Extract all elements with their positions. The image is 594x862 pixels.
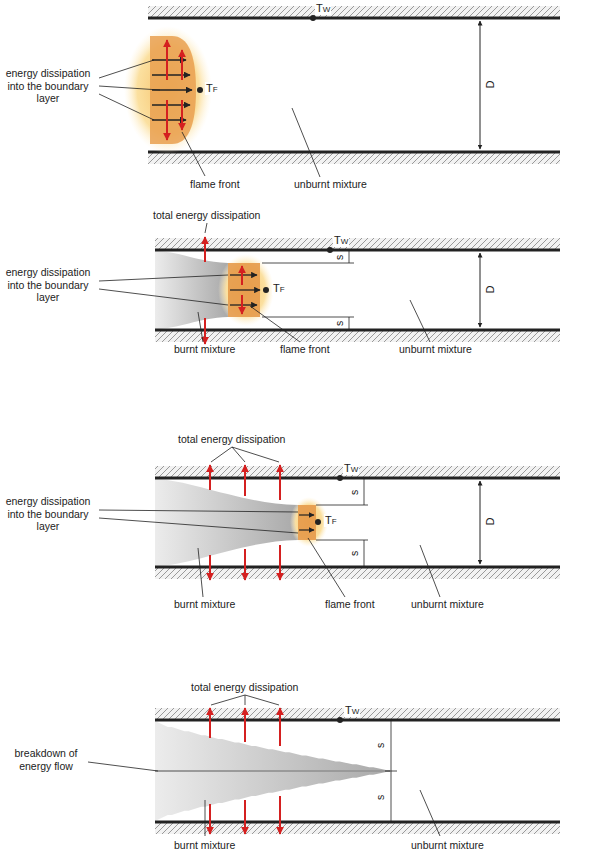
wall-temperature: TW bbox=[333, 234, 349, 247]
callout-label: flame front bbox=[190, 178, 240, 191]
callout-label: total energy dissipation bbox=[153, 209, 260, 222]
callout-label: unburnt mixture bbox=[399, 343, 472, 356]
wall-temperature: TW bbox=[344, 704, 360, 717]
callout-label: energy dissipation into the boundary lay… bbox=[0, 266, 96, 304]
flame-temperature: TF bbox=[205, 82, 219, 95]
dimension-label: D bbox=[484, 518, 497, 526]
callout-label: total energy dissipation bbox=[191, 681, 298, 694]
dimension-label: s bbox=[374, 743, 387, 748]
dimension-label: D bbox=[484, 286, 497, 294]
callout-label: energy dissipation into the boundary lay… bbox=[0, 495, 96, 533]
dimension-label: s bbox=[348, 551, 361, 556]
flame-temperature: TF bbox=[272, 282, 286, 295]
dimension-label: s bbox=[333, 321, 346, 326]
flame-temperature: TF bbox=[324, 514, 338, 527]
dimension-label: s bbox=[348, 490, 361, 495]
dimension-label: D bbox=[484, 81, 497, 89]
callout-label: flame front bbox=[280, 343, 330, 356]
callout-label: unburnt mixture bbox=[294, 178, 367, 191]
dimension-label: s bbox=[374, 795, 387, 800]
callout-label: burnt mixture bbox=[174, 839, 235, 852]
callout-label: breakdown of energy flow bbox=[6, 747, 86, 772]
callout-label: unburnt mixture bbox=[411, 839, 484, 852]
tube-panel-2 bbox=[99, 223, 560, 344]
wall-temperature: TW bbox=[343, 462, 359, 475]
tube-panel-4 bbox=[88, 695, 560, 836]
callout-label: flame front bbox=[325, 598, 375, 611]
tube-panel-3 bbox=[99, 447, 560, 597]
dimension-label: s bbox=[333, 255, 346, 260]
wall-temperature: TW bbox=[315, 2, 331, 15]
tube-panel-1 bbox=[99, 6, 560, 177]
callout-label: unburnt mixture bbox=[411, 598, 484, 611]
callout-label: total energy dissipation bbox=[178, 433, 285, 446]
callout-label: burnt mixture bbox=[174, 343, 235, 356]
callout-label: energy dissipation into the boundary lay… bbox=[0, 67, 96, 105]
callout-label: burnt mixture bbox=[174, 598, 235, 611]
